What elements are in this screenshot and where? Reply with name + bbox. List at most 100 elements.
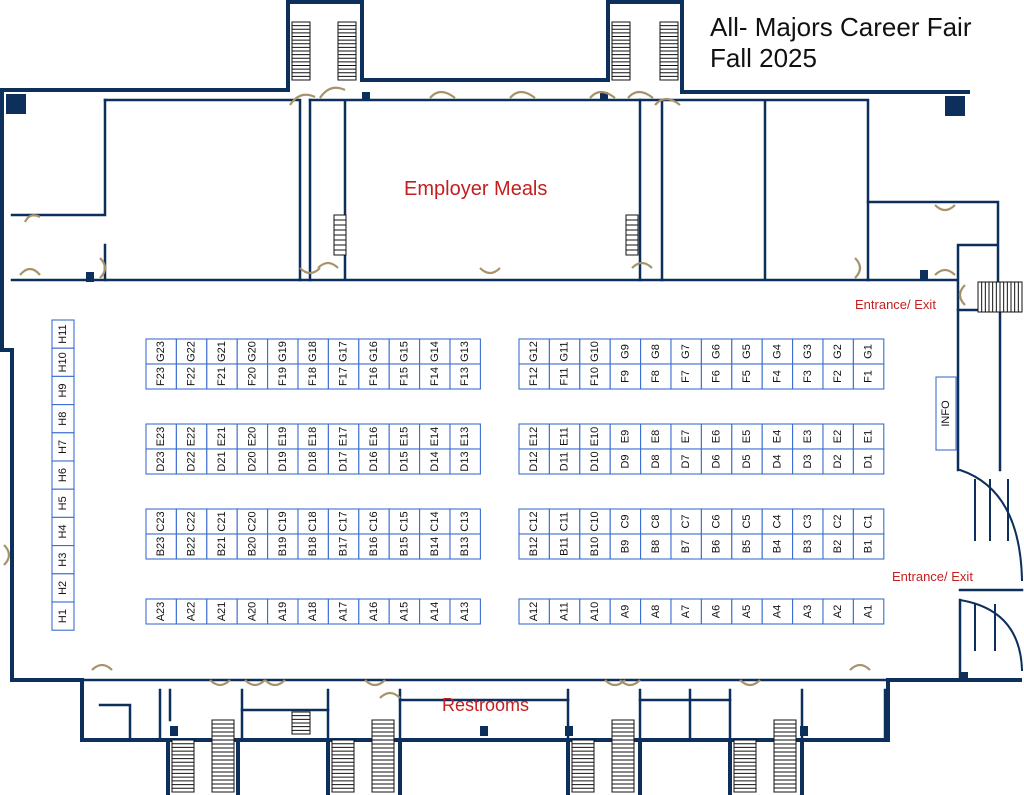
booth-c6: C6 [700,508,733,535]
booth-label: A11 [559,602,571,621]
booth-h2: H2 [51,573,75,603]
booth-label: A18 [307,602,319,622]
booth-label: INFO [940,400,952,427]
booth-label: C17 [338,511,350,531]
title-line-2: Fall 2025 [710,43,817,73]
booth-g16: G16 [358,338,390,365]
booth-d8: D8 [640,448,672,475]
booth-b5: B5 [731,533,763,560]
booth-b19: B19 [267,533,299,560]
entrance-exit-top-label: Entrance/ Exit [855,297,936,312]
booth-g23: G23 [145,338,177,365]
booth-f14: F14 [419,363,451,390]
booth-d21: D21 [206,448,238,475]
booth-info: INFO [935,376,957,451]
stairwell [333,214,347,256]
stairwell [211,719,235,793]
booth-c23: C23 [145,508,177,535]
booth-label: D18 [307,451,319,471]
booth-g11: G11 [548,338,581,365]
booth-label: A21 [216,602,228,622]
booth-f11: F11 [548,363,581,390]
booth-c4: C4 [761,508,794,535]
stairwell [291,21,311,81]
booth-box [297,363,329,390]
booth-box [761,598,794,625]
booth-a15: A15 [388,598,421,625]
booth-box [822,338,854,365]
booth-label: E8 [650,430,662,443]
booth-box [449,508,481,535]
booth-box [358,508,390,535]
booth-f22: F22 [175,363,208,390]
booth-box [822,363,854,390]
booth-c11: C11 [548,508,581,535]
booth-a13: A13 [449,598,481,625]
booth-box [175,598,208,625]
booth-box [518,363,550,390]
booth-label: D22 [186,451,198,471]
booth-label: F3 [802,370,814,383]
booth-b23: B23 [145,533,177,560]
stairwell [773,719,797,793]
booth-label: H9 [57,383,69,397]
booth-h9: H9 [51,375,75,406]
booth-c18: C18 [297,508,329,535]
booth-label: G11 [559,342,571,362]
booth-label: C20 [246,511,258,531]
booth-box [388,338,421,365]
booth-e14: E14 [419,423,451,450]
booth-box [419,448,451,475]
booth-box [297,533,329,560]
booth-box [297,598,329,625]
booth-e16: E16 [358,423,390,450]
booth-a11: A11 [548,598,581,625]
booth-f12: F12 [518,363,550,390]
booth-label: F8 [650,370,662,383]
booth-c1: C1 [852,508,885,535]
booth-d22: D22 [175,448,208,475]
booth-label: F9 [619,370,631,383]
booth-label: E9 [619,430,631,443]
booth-box [852,448,885,475]
booth-label: F14 [429,367,441,386]
booth-box [548,448,581,475]
booth-label: D12 [528,451,540,471]
booth-box [792,448,824,475]
booth-label: E4 [771,430,783,443]
stairwell [291,711,311,735]
booth-label: A4 [771,605,783,618]
booth-label: B12 [528,537,540,557]
booth-label: D16 [368,451,380,471]
booth-box [935,376,957,451]
booth-box [449,448,481,475]
booth-a10: A10 [579,598,611,625]
booth-box [670,338,702,365]
booth-b11: B11 [548,533,581,560]
booth-box [761,508,794,535]
booth-d17: D17 [327,448,360,475]
booth-box [761,423,794,450]
booth-e11: E11 [548,423,581,450]
restrooms-label: Restrooms [442,695,530,715]
booth-label: B13 [459,537,471,557]
booth-label: G12 [528,341,540,362]
booth-box [731,508,763,535]
booth-box [449,533,481,560]
booth-g2: G2 [822,338,854,365]
booth-a4: A4 [761,598,794,625]
booth-box [548,338,581,365]
booth-label: E14 [429,427,441,447]
booth-label: E21 [216,427,228,447]
booth-label: F20 [246,367,258,386]
stairwell [611,21,631,81]
booth-a21: A21 [206,598,238,625]
interior-walls [10,98,1024,742]
booth-a5: A5 [731,598,763,625]
booth-box [731,533,763,560]
booth-box [609,338,642,365]
booth-label: B11 [559,537,571,556]
booth-label: A8 [650,605,662,618]
booth-label: F2 [832,370,844,383]
